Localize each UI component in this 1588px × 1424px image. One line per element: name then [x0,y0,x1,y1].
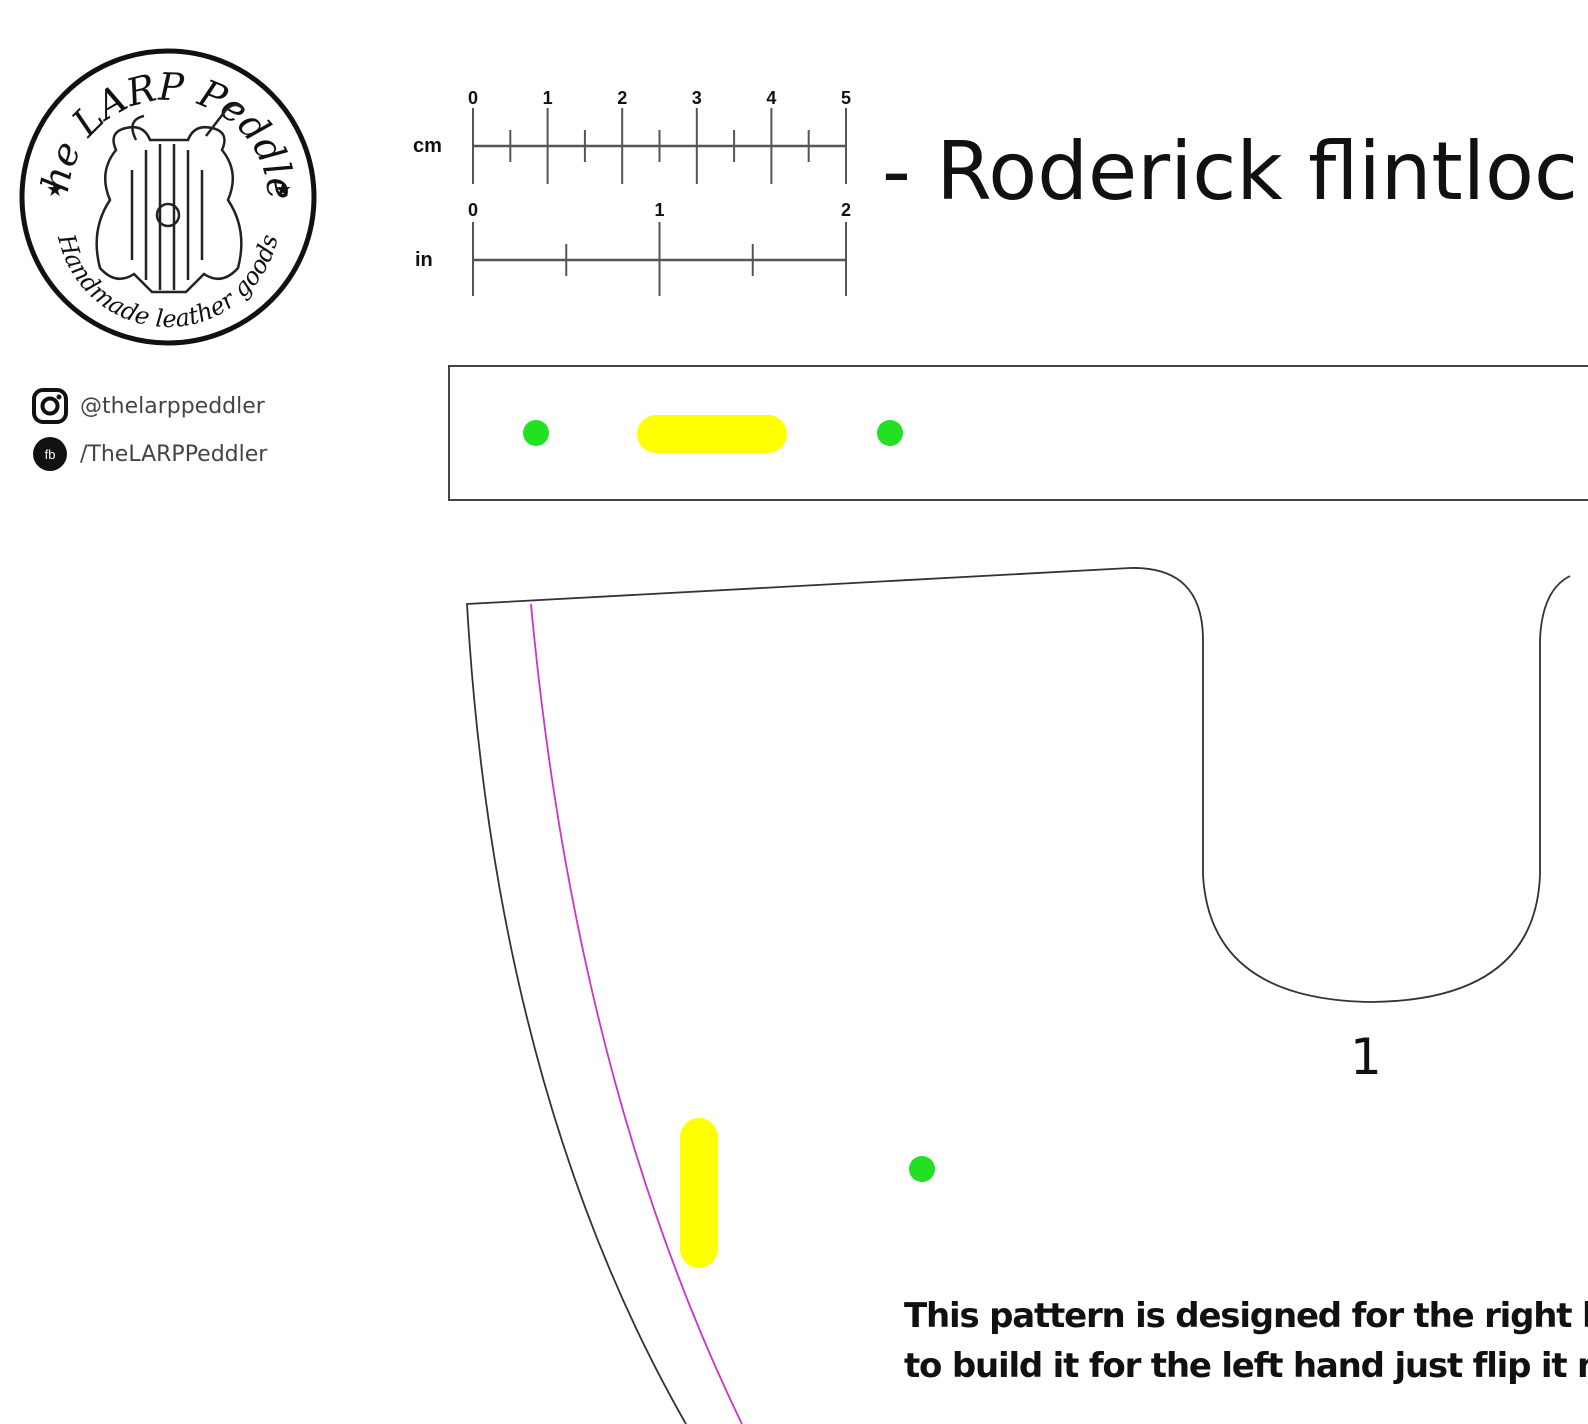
leather-hide-icon [95,103,245,294]
cm-tick-label: 1 [543,88,553,108]
pattern-sheet [448,365,1588,1424]
instagram-link[interactable]: @thelarppeddler [30,386,265,426]
the-larp-peddler-logo: The LARP Peddler Handmade leather goods … [16,40,317,346]
in-scale: 0 1 2 [468,200,851,296]
facebook-handle: /TheLARPPeddler [80,441,268,467]
cm-tick-label: 5 [841,88,851,108]
pattern-note-line-1: This pattern is designed for the right h… [904,1296,1588,1336]
in-label: in [415,249,433,271]
cm-tick-label: 3 [692,88,702,108]
strap-rivet-hole-right [877,420,903,446]
belt-slot [680,1118,718,1268]
facebook-link[interactable]: fb /TheLARPPeddler [30,434,267,474]
in-tick-label: 0 [468,200,478,220]
svg-text:★: ★ [274,179,292,201]
instagram-handle: @thelarppeddler [80,393,265,419]
page-title: - Roderick flintloc [882,125,1578,218]
strap-outline [448,365,1588,501]
facebook-icon: fb [33,437,67,471]
cm-tick-label: 4 [766,88,776,108]
rivet-hole [909,1156,935,1182]
in-tick-label: 2 [841,200,851,220]
piece-number-label: 1 [1350,1028,1382,1086]
in-tick-label: 1 [654,200,664,220]
strap-slot [637,415,787,453]
holster-outline [466,567,1571,1424]
svg-text:★: ★ [46,179,64,201]
cm-scale: 0 1 2 3 4 5 [468,88,851,184]
pattern-note-line-2: to build it for the left hand just flip … [904,1346,1588,1386]
strap-rivet-hole-left [523,420,549,446]
cm-tick-label: 2 [617,88,627,108]
scale-ruler: cm in 0 1 2 3 4 5 0 1 2 [413,88,851,296]
instagram-icon [32,388,68,424]
cm-tick-label: 0 [468,88,478,108]
stitch-line [530,603,743,1424]
cm-label: cm [413,135,442,157]
svg-text:fb: fb [45,447,56,462]
